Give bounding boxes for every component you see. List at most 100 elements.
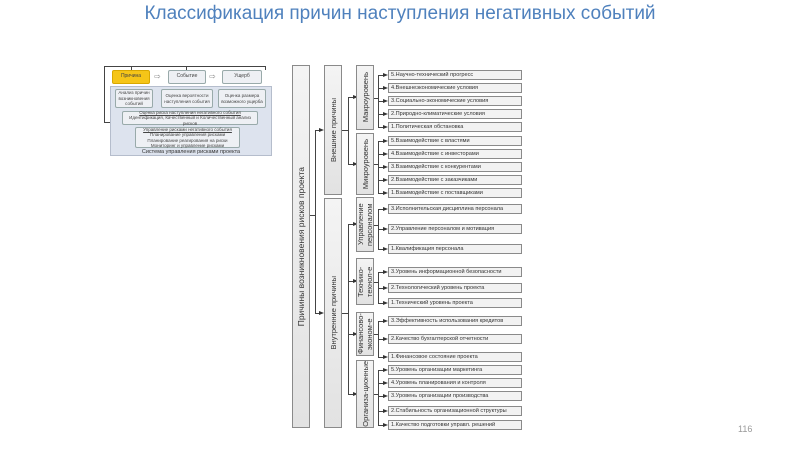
connector: [378, 193, 383, 194]
group-box: Финансово-эконом-е: [356, 312, 374, 356]
cause-item: 1.Квалификация персонала: [388, 244, 522, 254]
arrow-icon: [353, 222, 358, 226]
connector: [378, 383, 383, 384]
group-label: Микроуровень: [360, 138, 370, 190]
connector: [378, 272, 383, 273]
arrow-icon: [383, 112, 388, 116]
cause-item: 2.Взаимодействие с заказчиками: [388, 175, 522, 185]
connector: [348, 224, 349, 394]
page-number: 116: [738, 424, 753, 434]
cause-item: 3.Социально-экономические условия: [388, 96, 522, 106]
arrow-icon: [383, 99, 388, 103]
arrow-icon: [383, 191, 388, 195]
connector: [378, 167, 383, 168]
root-box: Причины возникновения рисков проекта: [292, 65, 310, 428]
cause-item: 4.Уровень планирования и контроля: [388, 378, 522, 388]
connector: [315, 130, 320, 131]
mgmt-2: Планирование реагирования на риски: [147, 137, 228, 143]
cause-item: 1.Политическая обстановка: [388, 122, 522, 132]
connector: [315, 313, 320, 314]
cause-item: 2.Качество бухгалтерской отчетности: [388, 334, 522, 344]
cause-item: 4.Внешнеэкономические условия: [388, 83, 522, 93]
group-label: Управление персоналом: [356, 203, 374, 246]
connector: [348, 334, 353, 335]
connector: [378, 370, 379, 425]
connector: [378, 303, 383, 304]
connector: [378, 396, 383, 397]
connector: [378, 272, 379, 303]
cause-item: 4.Взаимодействие с инвесторами: [388, 149, 522, 159]
arrow-icon: [353, 95, 358, 99]
group-box: Организа-ционные: [356, 360, 374, 428]
connector: [378, 425, 383, 426]
arrow-icon: [383, 139, 388, 143]
connector: [378, 88, 383, 89]
arrow-icon: [383, 394, 388, 398]
arrow-icon: [353, 279, 358, 283]
group-box: Микроуровень: [356, 133, 374, 195]
arrow-icon: [383, 286, 388, 290]
connector: [342, 313, 348, 314]
group-label: Макроуровень: [360, 72, 370, 123]
connector: [348, 97, 349, 164]
connector: [378, 75, 383, 76]
arrow-icon: [319, 311, 324, 315]
connector: [378, 370, 383, 371]
connector: [378, 209, 383, 210]
group-label: Финансово-эконом-е: [356, 313, 374, 355]
arrow-icon: [383, 301, 388, 305]
connector: [378, 154, 383, 155]
connector: [378, 180, 383, 181]
cause-item: 5.Взаимодействие с властями: [388, 136, 522, 146]
connector: [342, 130, 348, 131]
connector: [374, 334, 378, 335]
connector: [378, 127, 383, 128]
arrow-icon: [383, 152, 388, 156]
cause-item: 1.Качество подготовки управл. решений: [388, 420, 522, 430]
arrow-icon: [383, 227, 388, 231]
size-box: Оценка размера возможного ущерба: [218, 89, 266, 108]
connector: [374, 98, 378, 99]
cause-item: 2.Технологический уровень проекта: [388, 283, 522, 293]
cause-item: 2.Управление персоналом и мотивация: [388, 224, 522, 234]
internal-box: Внутренние причины: [324, 198, 342, 428]
arrow-icon: [319, 128, 324, 132]
cause-item: 1.Финансовое состояние проекта: [388, 352, 522, 362]
group-box: Управление персоналом: [356, 197, 374, 252]
arrow-icon: [383, 423, 388, 427]
arrow-right-icon: ⇨: [209, 72, 216, 81]
risk-management-box: Управление рисками негативного события П…: [135, 127, 240, 148]
arrow-right-icon: ⇨: [154, 72, 161, 81]
arrow-icon: [383, 207, 388, 211]
external-label: Внешние причины: [328, 98, 338, 162]
connector: [348, 97, 353, 98]
connector: [378, 321, 383, 322]
arrow-icon: [383, 381, 388, 385]
probability-box: Оценка вероятности наступления события: [161, 89, 213, 108]
connector: [374, 282, 378, 283]
cause-item: 1.Взаимодействие с поставщиками: [388, 188, 522, 198]
mgmt-3: Мониторинг и управление рисками: [150, 143, 225, 148]
cause-item: 3.Уровень информационной безопасности: [388, 267, 522, 277]
arrow-icon: [383, 178, 388, 182]
risk-title: Оценка риска наступления негативного соб…: [139, 109, 241, 115]
external-box: Внешние причины: [324, 65, 342, 195]
connector: [348, 164, 353, 165]
slide-title: Классификация причин наступления негатив…: [144, 3, 656, 24]
cause-item: 5.Научно-технический прогресс: [388, 70, 522, 80]
arrow-icon: [383, 247, 388, 251]
root-label: Причины возникновения рисков проекта: [295, 166, 306, 327]
connector: [374, 394, 378, 395]
cause-item: 2.Стабильность организационной структуры: [388, 406, 522, 416]
group-box: Макроуровень: [356, 65, 374, 130]
connector: [310, 215, 315, 216]
connector: [265, 66, 266, 70]
connector: [378, 357, 383, 358]
cause-box: Причина: [112, 70, 150, 84]
loop-line: [104, 66, 105, 123]
arrow-icon: [383, 165, 388, 169]
arrow-icon: [383, 73, 388, 77]
group-box: Технико-технол-е: [356, 258, 374, 305]
connector: [378, 141, 383, 142]
system-caption: Система управления рисками проекта: [141, 149, 241, 155]
